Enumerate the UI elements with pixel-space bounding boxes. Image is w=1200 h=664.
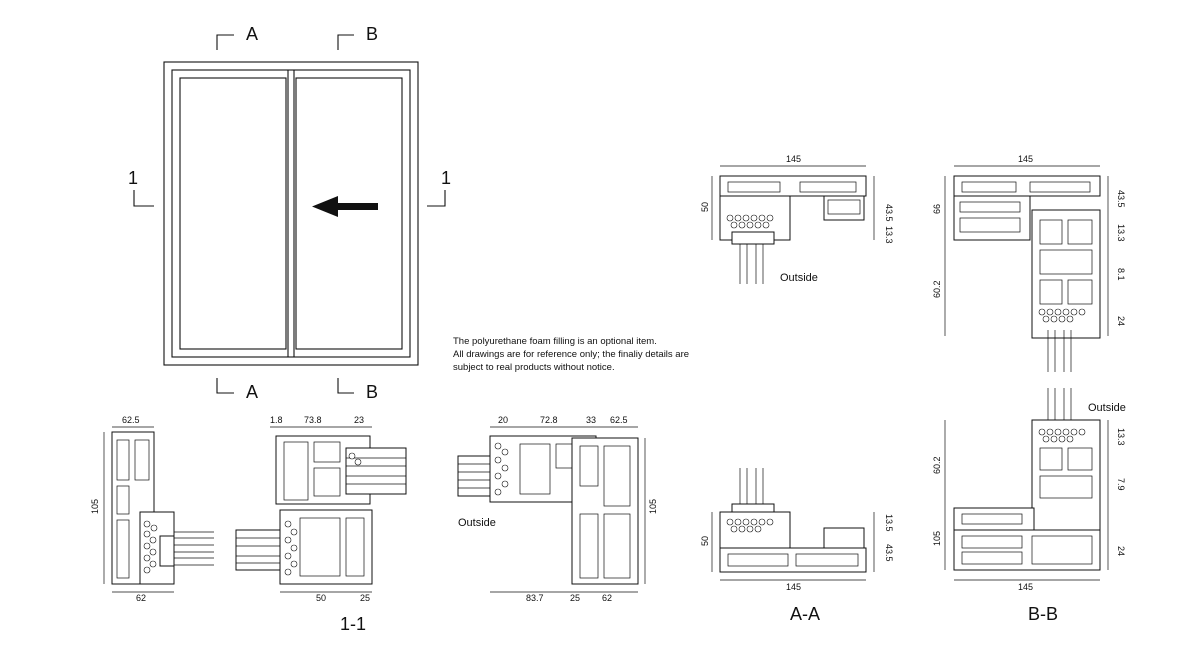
dim-73-8: 73.8 xyxy=(304,415,322,425)
dim-145-bb-top: 145 xyxy=(1018,154,1033,164)
outside-label-1-1: Outside xyxy=(458,517,496,529)
section-1-1: 62.5 105 62 xyxy=(90,415,658,634)
note-line-1: The polyurethane foam filling is an opti… xyxy=(453,336,657,347)
dim-72-8: 72.8 xyxy=(540,415,558,425)
left-sash xyxy=(179,77,287,350)
notes: The polyurethane foam filling is an opti… xyxy=(453,336,689,373)
dim-50: 50 xyxy=(316,593,326,603)
outer-frame xyxy=(163,61,419,366)
dim-105-bb: 105 xyxy=(932,531,942,546)
slide-arrow-icon xyxy=(312,196,378,217)
note-line-3: subject to real products without notice. xyxy=(453,362,615,373)
dim-60-2-bb-bottom: 60.2 xyxy=(932,456,942,474)
head-profile-a xyxy=(719,175,867,284)
section-a-a: 145 50 43.5 13.3 Outside xyxy=(700,154,894,624)
dim-25-right: 25 xyxy=(570,593,580,603)
dim-43-5-bb: 43.5 xyxy=(1116,190,1126,208)
foam-filling xyxy=(1038,308,1086,323)
dim-50-aa-bottom: 50 xyxy=(700,536,710,546)
dim-24-bb-top: 24 xyxy=(1116,316,1126,326)
dim-62-5: 62.5 xyxy=(122,415,140,425)
window-elevation: A B A B 1 1 xyxy=(128,24,451,402)
head-profile-b xyxy=(953,175,1101,372)
dim-62-5-right: 62.5 xyxy=(610,415,628,425)
dim-43-5-aa-top: 43.5 xyxy=(884,204,894,222)
section-mark-1-left: 1 xyxy=(128,168,138,188)
section-mark-b-bottom: B xyxy=(366,382,378,402)
section-mark-b-top: B xyxy=(366,24,378,44)
dim-66-bb: 66 xyxy=(932,204,942,214)
right-jamb-profile xyxy=(457,435,639,585)
dim-62-left: 62 xyxy=(136,593,146,603)
dim-60-2-bb-top: 60.2 xyxy=(932,280,942,298)
foam-filling xyxy=(494,442,509,496)
dim-8-1-bb: 8.1 xyxy=(1116,268,1126,281)
dim-50-aa-top: 50 xyxy=(700,202,710,212)
note-line-2: All drawings are for reference only; the… xyxy=(453,349,689,360)
dim-13-3-bb-bottom: 13.3 xyxy=(1116,428,1126,446)
dim-20: 20 xyxy=(498,415,508,425)
foam-filling xyxy=(1038,428,1086,443)
section-title-1-1: 1-1 xyxy=(340,614,366,634)
dim-13-3-bb-top: 13.3 xyxy=(1116,224,1126,242)
foam-filling xyxy=(284,452,362,576)
dim-145-aa-bottom: 145 xyxy=(786,582,801,592)
dim-105-right: 105 xyxy=(648,499,658,514)
foam-filling xyxy=(726,518,774,533)
dim-43-5-aa-bottom: 43.5 xyxy=(884,544,894,562)
section-mark-1-right: 1 xyxy=(441,168,451,188)
dim-105-left: 105 xyxy=(90,499,100,514)
dim-7-9-bb: 7.9 xyxy=(1116,478,1126,491)
dim-62-right: 62 xyxy=(602,593,612,603)
dim-83-7: 83.7 xyxy=(526,593,544,603)
inner-frame xyxy=(171,69,411,358)
section-title-a-a: A-A xyxy=(790,604,820,624)
dim-23: 23 xyxy=(354,415,364,425)
left-jamb-profile xyxy=(111,431,214,585)
outside-label-bb: Outside xyxy=(1088,402,1126,414)
foam-filling xyxy=(726,214,774,229)
foam-filling xyxy=(143,520,158,574)
dim-33: 33 xyxy=(586,415,596,425)
dim-13-5-aa-bottom: 13.5 xyxy=(884,514,894,532)
dim-24-bb-bottom: 24 xyxy=(1116,546,1126,556)
interlock-profile xyxy=(235,435,407,585)
dim-13-3-aa-top: 13.3 xyxy=(884,226,894,244)
sill-profile-a xyxy=(719,468,867,573)
section-mark-a-bottom: A xyxy=(246,382,258,402)
dim-145-aa-top: 145 xyxy=(786,154,801,164)
sill-profile-b xyxy=(953,388,1101,571)
dim-1-8: 1.8 xyxy=(270,415,283,425)
dim-25-mid: 25 xyxy=(360,593,370,603)
section-title-b-b: B-B xyxy=(1028,604,1058,624)
outside-label-aa: Outside xyxy=(780,272,818,284)
section-b-b: 145 66 60.2 43.5 13.3 8.1 24 xyxy=(932,154,1126,624)
dim-145-bb-bottom: 145 xyxy=(1018,582,1033,592)
right-sash xyxy=(295,77,403,350)
section-mark-a-top: A xyxy=(246,24,258,44)
